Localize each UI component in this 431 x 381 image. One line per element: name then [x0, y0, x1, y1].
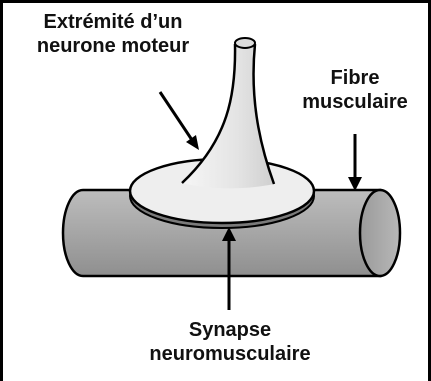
muscle-fibre-label-line2: musculaire: [280, 90, 430, 114]
muscle-fibre-label: Fibre musculaire: [280, 66, 430, 114]
muscle-fibre-label-line1: Fibre: [280, 66, 430, 90]
axon-cut-end: [235, 38, 255, 48]
neuron-end-label-line2: neurone moteur: [8, 34, 218, 58]
fibre-end-cap: [360, 190, 400, 276]
neuron-pointer: [160, 92, 199, 150]
synapse-label: Synapse neuromusculaire: [120, 318, 340, 366]
synapse-label-line1: Synapse: [120, 318, 340, 342]
neuron-end-label: Extrémité d’un neurone moteur: [8, 10, 218, 58]
fibre-pointer: [348, 134, 362, 191]
synapse-label-line2: neuromusculaire: [120, 342, 340, 366]
neuron-end-label-line1: Extrémité d’un: [8, 10, 218, 34]
